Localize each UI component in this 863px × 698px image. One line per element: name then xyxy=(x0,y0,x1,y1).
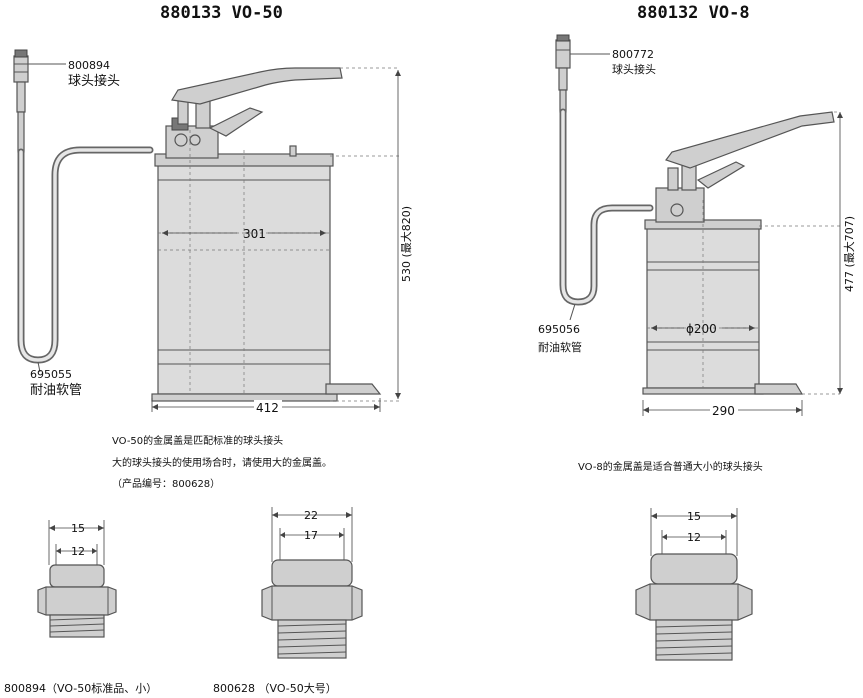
fitting-800894-drawing xyxy=(37,520,117,638)
fitting2-caption: 800628 （VO-50大号） xyxy=(213,681,337,695)
note-left-line3: （产品编号：800628） xyxy=(112,477,220,490)
vo8-dim-diameter: ϕ200 xyxy=(686,322,717,336)
vo50-hose-label: 耐油软管 xyxy=(30,383,82,398)
vo8-hose-part: 695056 xyxy=(538,323,580,336)
vo50-coupler-icon xyxy=(13,55,29,83)
fitting1-outer-dim: 15 xyxy=(71,522,85,535)
note-left-line1: VO-50的金属盖是匹配标准的球头接头 xyxy=(112,434,283,447)
note-left-line2: 大的球头接头的使用场合时，请使用大的金属盖。 xyxy=(112,456,332,469)
vo50-hose-part: 695055 xyxy=(30,368,72,381)
vo50-coupler-label: 球头接头 xyxy=(68,73,120,89)
fitting3-outer-dim: 15 xyxy=(687,510,701,523)
vo50-pump-drawing: 301 530 (最大820) 412 xyxy=(13,49,413,415)
fitting1-caption: 800894（VO-50标准品、小） xyxy=(4,681,157,695)
vo8-handle xyxy=(665,111,835,169)
left-product-title: 880133 VO-50 xyxy=(160,3,283,23)
vo50-dim-height: 530 (最大820) xyxy=(399,206,413,282)
vo8-coupler-part: 800772 xyxy=(612,48,654,61)
vo50-dim-diameter: 301 xyxy=(243,227,266,241)
note-right-line1: VO-8的金属盖是适合普通大小的球头接头 xyxy=(578,460,763,473)
vo50-coupler-part: 800894 xyxy=(68,59,110,72)
fitting-800628-drawing xyxy=(261,507,363,659)
vo8-coupler-label: 球头接头 xyxy=(612,62,656,76)
vo8-pump-drawing: ϕ200 477 (最大707) 290 xyxy=(555,34,856,418)
vo8-hose-label: 耐油软管 xyxy=(538,340,582,354)
vo8-dim-width: 290 xyxy=(712,404,735,418)
vo8-dim-height: 477 (最大707) xyxy=(842,216,856,292)
fitting-vo8-drawing xyxy=(635,508,753,661)
right-product-title: 880132 VO-8 xyxy=(637,3,750,23)
fitting1-inner-dim: 12 xyxy=(71,545,85,558)
fitting2-outer-dim: 22 xyxy=(304,509,318,522)
vo50-dim-width: 412 xyxy=(256,401,279,415)
fitting3-inner-dim: 12 xyxy=(687,531,701,544)
vo8-bucket xyxy=(646,225,760,389)
vo8-coupler-icon xyxy=(555,39,571,69)
vo50-handle xyxy=(171,67,343,105)
fitting2-inner-dim: 17 xyxy=(304,529,318,542)
